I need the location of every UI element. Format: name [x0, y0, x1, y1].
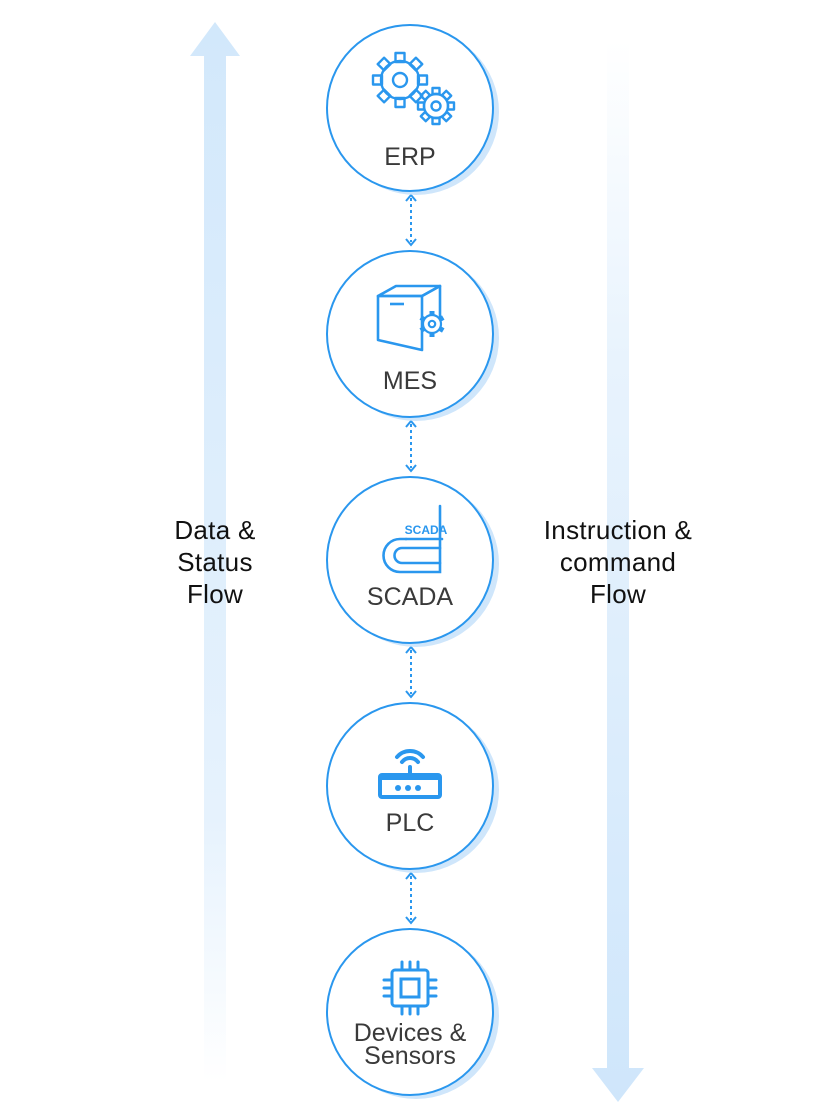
flow-label-line: Data & — [174, 515, 256, 545]
flow-label-line: Flow — [186, 579, 244, 609]
box-gear-icon — [376, 284, 445, 352]
scada-icon: SCADA — [382, 504, 448, 574]
scada-icon-text: SCADA — [405, 523, 448, 537]
flow-label-line: Status — [177, 547, 253, 577]
node-mes: MES — [326, 250, 499, 421]
node-scada: SCADA SCADA — [326, 476, 499, 647]
node-devices-sensors: Devices & Sensors — [326, 928, 499, 1099]
node-label: Devices & Sensors — [326, 1019, 494, 1070]
router-icon — [378, 749, 442, 799]
flow-label-line: command — [559, 547, 677, 577]
connector-erp-mes — [405, 193, 417, 247]
node-label: MES — [382, 367, 438, 395]
connector-mes-scada — [405, 419, 417, 473]
data-status-flow-label: Data & Status Flow — [140, 514, 290, 610]
node-label-line: Sensors — [364, 1042, 456, 1070]
instruction-command-flow-arrow — [592, 40, 644, 1102]
node-label: PLC — [385, 809, 435, 837]
flow-label-line: Instruction & — [543, 515, 693, 545]
connector-scada-plc — [405, 645, 417, 699]
connector-plc-devices — [405, 871, 417, 925]
chip-icon — [382, 960, 438, 1016]
node-label: ERP — [384, 143, 436, 171]
node-erp: ERP — [326, 24, 499, 195]
data-status-flow-arrow — [190, 22, 240, 1082]
instruction-command-flow-label: Instruction & command Flow — [508, 514, 728, 610]
flow-label-line: Flow — [589, 579, 647, 609]
node-plc: PLC — [326, 702, 499, 873]
node-label-line: Devices & — [353, 1019, 467, 1047]
node-label: SCADA — [366, 583, 454, 611]
gears-icon — [371, 51, 456, 126]
